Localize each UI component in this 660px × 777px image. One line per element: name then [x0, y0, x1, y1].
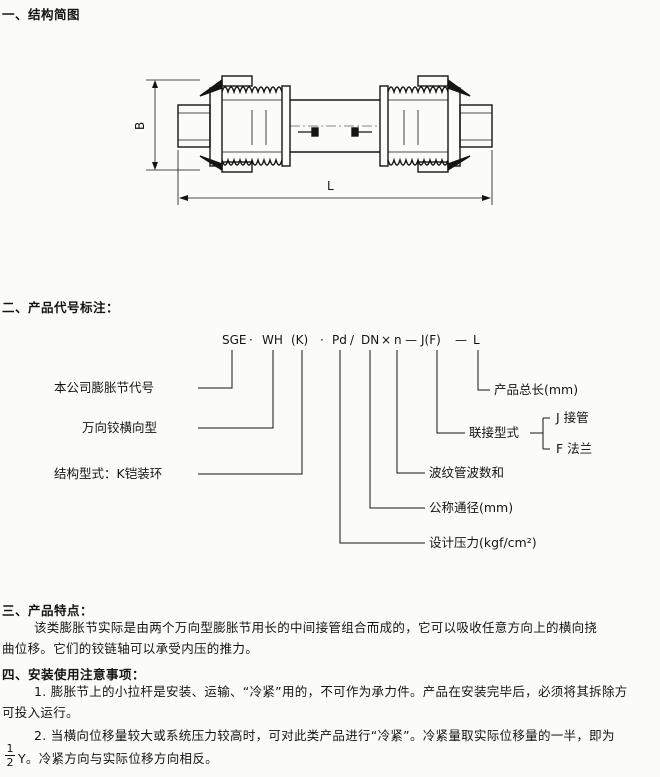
label-wave-count: 波纹管波数和	[429, 465, 504, 480]
label-nominal-diameter: 公称通径(mm)	[429, 500, 513, 515]
leader-pd	[339, 350, 425, 544]
note-2-line-2: Y。冷紧方向与实际位移方向相反。	[18, 751, 218, 766]
features-line-2: 曲位移。它们的铰链轴可以承受内压的推力。	[2, 641, 259, 656]
code-dot-2: ·	[320, 333, 324, 347]
leader-l	[477, 350, 490, 391]
left-hinge-arm-bottom	[221, 161, 253, 173]
right-hinge-top	[447, 78, 471, 97]
right-hinge-bottom	[447, 155, 471, 172]
label-f-flange: F 法兰	[556, 441, 592, 456]
code-dash-2: —	[455, 333, 467, 347]
code-dot-1: ·	[249, 333, 253, 347]
code-l: L	[473, 333, 480, 347]
code-slash: /	[350, 333, 355, 347]
code-times: ×	[381, 333, 391, 347]
leader-company	[198, 350, 233, 389]
note-1-line-2: 可投入运行。	[2, 705, 79, 720]
left-bellows-top	[221, 86, 283, 95]
label-company-code: 本公司膨胀节代号	[54, 380, 154, 395]
structure-diagram: B L	[133, 75, 493, 205]
code-pd: Pd	[332, 333, 347, 347]
fraction-numerator: 1	[6, 742, 14, 755]
code-k: (K)	[291, 333, 308, 347]
code-sge: SGE	[222, 333, 247, 347]
fraction-one-half: 1 2	[4, 742, 16, 769]
right-bellows-bottom	[387, 157, 449, 166]
leader-jf	[436, 350, 465, 434]
code-dn: DN	[361, 333, 379, 347]
right-inner-flange	[379, 85, 389, 167]
left-bellows-bottom	[221, 157, 283, 166]
note-2-line-1: 2. 当横向位移量较大或系统压力较高时，可对此类产品进行“冷紧”。冷紧量取实际位…	[34, 728, 615, 743]
label-design-pressure: 设计压力(kgf/cm²)	[429, 535, 537, 550]
right-end-pipe	[459, 104, 493, 148]
section-title-features: 三、产品特点：	[2, 603, 94, 618]
dim-l-label: L	[327, 179, 334, 193]
note-1-line-1: 1. 膨胀节上的小拉杆是安装、运输、“冷紧”用的，不可作为承力件。产品在安装完毕…	[34, 684, 628, 699]
left-hinge-arm-top	[221, 75, 253, 87]
section-title-product-code: 二、产品代号标注：	[2, 300, 120, 315]
code-n: n	[394, 333, 402, 347]
leader-k	[198, 350, 303, 475]
features-line-1: 该类膨胀节实际是由两个万向型膨胀节用长的中间接管组合而成的，它可以吸收任意方向上…	[34, 620, 598, 635]
code-wh: WH	[262, 333, 283, 347]
right-bellows-top	[387, 86, 449, 95]
label-total-length: 产品总长(mm)	[494, 382, 578, 397]
section-title-notes: 四、安装使用注意事项：	[2, 667, 146, 682]
leader-dn	[369, 350, 425, 509]
label-universal-type: 万向铰横向型	[82, 420, 157, 435]
leader-n	[396, 350, 425, 474]
leader-wh	[198, 350, 274, 429]
fraction-denominator: 2	[6, 756, 14, 769]
label-structure-type: 结构型式：K铠装环	[54, 466, 162, 481]
code-dash-1: —	[405, 333, 417, 347]
dim-b-label: B	[133, 122, 147, 130]
section-title-structure: 一、结构简图	[2, 7, 81, 22]
label-connection-type: 联接型式	[469, 425, 520, 440]
label-j-pipe: J 接管	[555, 410, 589, 425]
code-jf: J(F)	[420, 333, 441, 347]
